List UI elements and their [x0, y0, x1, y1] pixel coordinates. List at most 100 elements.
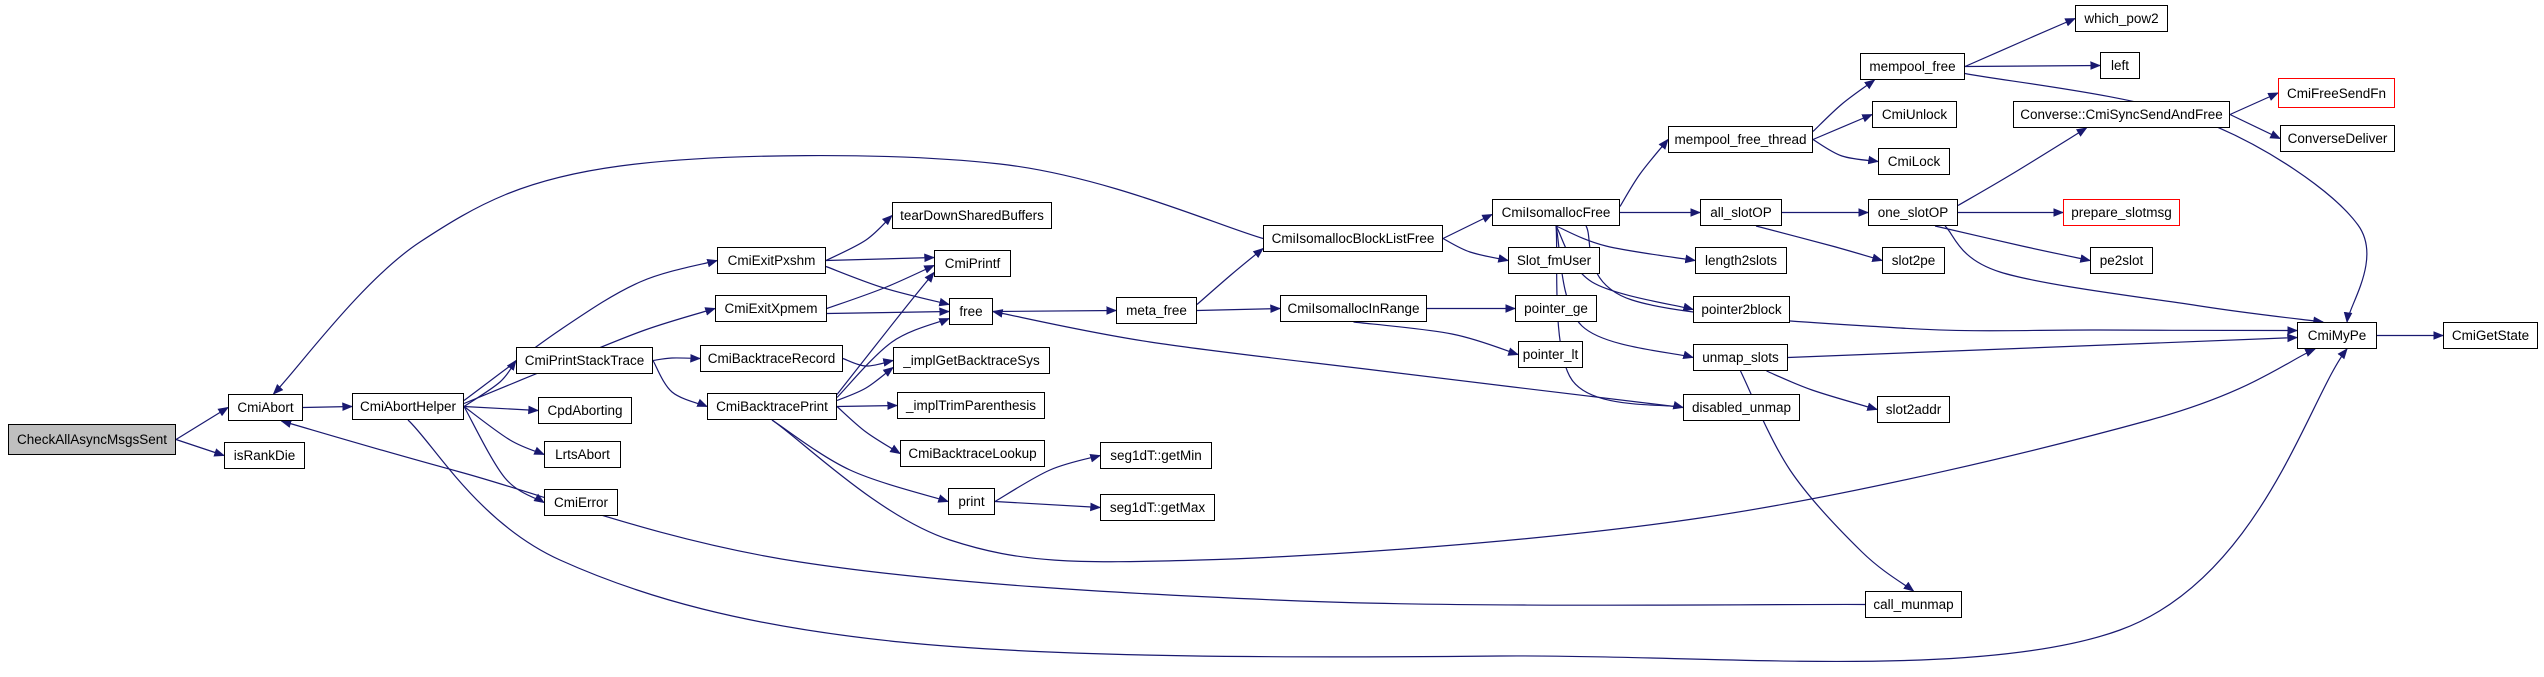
node-length2slots[interactable]: length2slots [1695, 247, 1787, 274]
edge-group [175, 17, 2445, 663]
node-cmiabort[interactable]: CmiAbort [228, 394, 303, 421]
node-isrankdie[interactable]: isRankDie [224, 442, 305, 469]
node-inrange[interactable]: CmiIsomallocInRange [1280, 295, 1427, 322]
node-impltrim[interactable]: _implTrimParenthesis [897, 392, 1045, 419]
node-printstack[interactable]: CmiPrintStackTrace [516, 347, 653, 374]
edge-helper-to-cpdaborting [463, 405, 540, 415]
edge-helper-to-exitpxshm [463, 258, 719, 401]
node-exitxpmem[interactable]: CmiExitXpmem [715, 295, 827, 322]
node-pointer2block[interactable]: pointer2block [1693, 296, 1790, 323]
edge-helper-to-cmierror [463, 406, 545, 504]
edge-exitpxshm-to-teardown [825, 214, 893, 262]
node-cmigetstate[interactable]: CmiGetState [2443, 322, 2538, 349]
edge-isomallocfree-to-length2slots [1555, 225, 1697, 264]
edge-printstack-to-btprint [652, 360, 708, 408]
node-mfree[interactable]: mempool_free [1860, 53, 1965, 80]
node-cmierror[interactable]: CmiError [544, 489, 618, 516]
node-helper[interactable]: CmiAbortHelper [352, 393, 464, 420]
node-disabledunmap[interactable]: disabled_unmap [1683, 394, 1800, 421]
edge-btrecord-to-implget [842, 357, 895, 367]
edge-isomallocfree-to-pointer2block [1555, 225, 1695, 312]
edge-mfthread-to-cmilock [1812, 138, 1880, 165]
edge-inrange-to-pointerlt [1353, 321, 1520, 356]
edge-exitxpmem-to-free [826, 307, 951, 316]
edge-mfree-to-cmimype [1964, 72, 2368, 324]
node-left[interactable]: left [2100, 52, 2140, 79]
node-blocklistfree[interactable]: CmiIsomallocBlockListFree [1263, 225, 1443, 252]
node-check[interactable]: CheckAllAsyncMsgsSent [8, 424, 176, 455]
edge-conversesync-to-conversedeliver [2229, 113, 2281, 140]
node-prepareslotmsg[interactable]: prepare_slotmsg [2063, 199, 2180, 226]
node-pointerlt[interactable]: pointer_lt [1518, 341, 1583, 368]
node-pointerge[interactable]: pointer_ge [1515, 295, 1597, 322]
edge-exitpxshm-to-cmiprintf [825, 253, 936, 263]
edge-metafree-to-blocklistfree [1196, 247, 1264, 305]
edge-btprint-to-impltrim [836, 401, 899, 410]
node-cpdaborting[interactable]: CpdAborting [538, 397, 632, 424]
node-callmunmap[interactable]: call_munmap [1865, 591, 1962, 618]
edge-exitxpmem-to-cmiprintf [826, 264, 935, 310]
edge-cmiabort-to-helper [302, 402, 354, 412]
edge-mfthread-to-cmiunlock [1812, 113, 1873, 141]
node-cmiprintf[interactable]: CmiPrintf [934, 250, 1011, 277]
edge-btprint-to-implget [836, 366, 894, 402]
edge-btprint-to-free [836, 317, 950, 398]
edge-btprint-to-btlookup [836, 406, 901, 455]
node-conversedeliver[interactable]: ConverseDeliver [2280, 125, 2395, 152]
node-btprint[interactable]: CmiBacktracePrint [707, 393, 837, 420]
edge-helper-to-cmimype [407, 348, 2348, 663]
node-cmilock[interactable]: CmiLock [1878, 148, 1950, 175]
node-exitpxshm[interactable]: CmiExitPxshm [717, 247, 826, 274]
edge-exitpxshm-to-free [825, 265, 951, 307]
node-free[interactable]: free [949, 298, 993, 325]
node-isomallocfree[interactable]: CmiIsomallocFree [1492, 199, 1620, 226]
node-slot2pe[interactable]: slot2pe [1882, 247, 1945, 274]
node-btrecord[interactable]: CmiBacktraceRecord [700, 345, 843, 372]
node-implget[interactable]: _implGetBacktraceSys [893, 347, 1050, 374]
edge-oneslotop-to-pe2slot [1934, 225, 2092, 263]
node-cmimype[interactable]: CmiMyPe [2297, 322, 2377, 349]
edge-oneslotop-to-cmimype [1944, 225, 2325, 326]
node-slot2addr[interactable]: slot2addr [1877, 396, 1950, 423]
node-cmifreesendfn[interactable]: CmiFreeSendFn [2278, 78, 2395, 108]
node-allslotop[interactable]: all_slotOP [1700, 199, 1782, 226]
edge-unmapslots-to-cmimype [1787, 333, 2299, 359]
edge-allslotop-to-slot2pe [1755, 225, 1884, 262]
node-getmin[interactable]: seg1dT::getMin [1100, 442, 1212, 469]
edge-btprint-to-cmiprintf [836, 271, 935, 395]
node-unmapslots[interactable]: unmap_slots [1693, 344, 1788, 371]
node-mfthread[interactable]: mempool_free_thread [1668, 126, 1813, 153]
node-cmiunlock[interactable]: CmiUnlock [1872, 101, 1957, 128]
edge-disabledunmap-to-free [991, 309, 1684, 409]
edge-mfthread-to-mfree [1812, 79, 1876, 132]
edge-mfree-to-left [1964, 61, 2102, 70]
edge-check-to-cmiabort [175, 406, 229, 441]
edge-metafree-to-inrange [1196, 304, 1282, 314]
node-print[interactable]: print [948, 488, 995, 515]
edge-isomallocfree-to-cmimype [1585, 225, 2299, 335]
edge-unmapslots-to-slot2addr [1766, 370, 1879, 411]
node-getmax[interactable]: seg1dT::getMax [1100, 494, 1215, 521]
edge-btprint-to-cmimype [771, 348, 2316, 563]
node-slotfmuser[interactable]: Slot_fmUser [1508, 247, 1600, 274]
node-pe2slot[interactable]: pe2slot [2090, 247, 2153, 274]
edge-print-to-getmax [994, 500, 1102, 512]
edge-mfree-to-whichpow2 [1964, 17, 2076, 68]
edge-printstack-to-btrecord [652, 354, 702, 363]
node-metafree[interactable]: meta_free [1116, 297, 1197, 324]
edge-blocklistfree-to-cmiabort [272, 154, 1264, 395]
node-whichpow2[interactable]: which_pow2 [2075, 5, 2168, 32]
edge-callmunmap-to-cmiabort [280, 419, 1866, 606]
edge-blocklistfree-to-slotfmuser [1442, 237, 1510, 263]
edge-print-to-getmin [994, 454, 1102, 503]
edge-isomallocfree-to-unmapslots [1555, 225, 1695, 360]
edge-isomallocfree-to-mfthread [1619, 138, 1669, 207]
node-btlookup[interactable]: CmiBacktraceLookup [900, 440, 1045, 467]
edge-blocklistfree-to-isomallocfree [1442, 213, 1493, 240]
node-lrtsabort[interactable]: LrtsAbort [544, 441, 621, 468]
node-conversesync[interactable]: Converse::CmiSyncSendAndFree [2013, 101, 2230, 128]
node-teardown[interactable]: tearDownSharedBuffers [892, 202, 1052, 229]
node-oneslotop[interactable]: one_slotOP [1868, 199, 1958, 226]
